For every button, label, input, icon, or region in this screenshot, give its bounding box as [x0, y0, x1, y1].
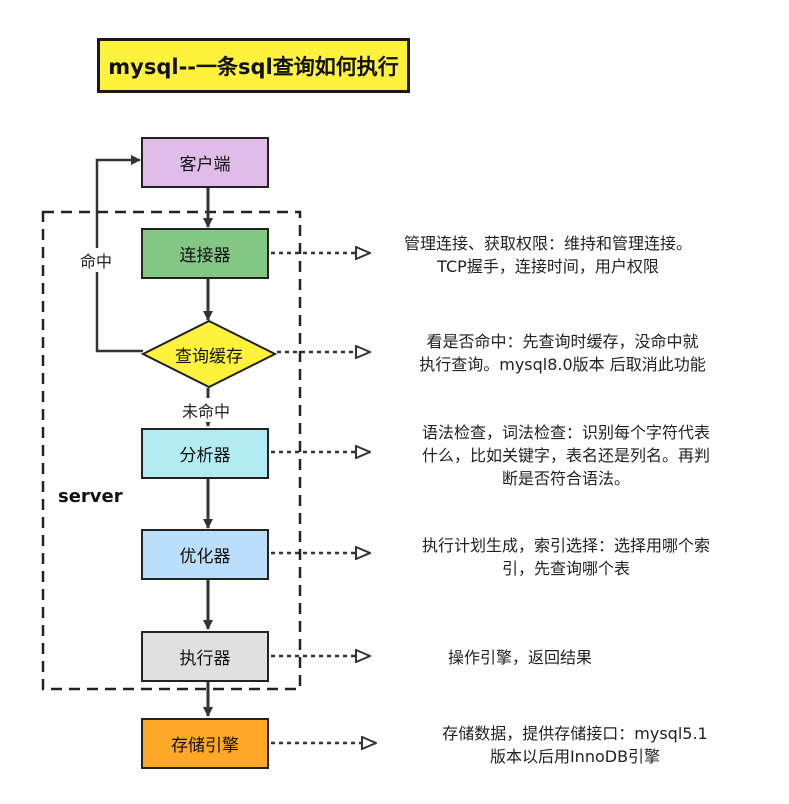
server-boundary — [41, 210, 302, 691]
node-client[interactable]: 客户端 — [141, 137, 269, 188]
note-line: 版本以后用InnoDB引擎 — [489, 747, 661, 766]
note-line: 引，先查询哪个表 — [501, 559, 630, 578]
note-line: 执行计划生成，索引选择：选择用哪个索 — [421, 536, 710, 555]
note-line: 执行查询。mysql8.0版本 后取消此功能 — [419, 355, 706, 374]
node-analyzer[interactable]: 分析器 — [141, 428, 269, 479]
note-line: 什么，比如关键字，表名还是列名。再判 — [421, 446, 710, 465]
note-optimizer: 执行计划生成，索引选择：选择用哪个索 引，先查询哪个表 — [380, 534, 752, 580]
note-line: 语法检查，词法检查：识别每个字符代表 — [421, 423, 710, 442]
node-storage-engine[interactable]: 存储引擎 — [141, 718, 269, 769]
note-storage-engine: 存储数据，提供存储接口：mysql5.1 版本以后用InnoDB引擎 — [385, 722, 765, 768]
note-query-cache: 看是否命中：先查询时缓存，没命中就 执行查询。mysql8.0版本 后取消此功能 — [380, 330, 745, 376]
note-executor: 操作引擎，返回结果 — [380, 646, 660, 669]
note-line: 管理连接、获取权限：维持和管理连接。 — [403, 234, 692, 253]
note-line: 看是否命中：先查询时缓存，没命中就 — [426, 332, 699, 351]
node-connector[interactable]: 连接器 — [141, 228, 269, 279]
edge-label-miss: 未命中 — [180, 398, 233, 422]
note-analyzer: 语法检查，词法检查：识别每个字符代表 什么，比如关键字，表名还是列名。再判 断是… — [380, 421, 752, 490]
note-line: 操作引擎，返回结果 — [447, 648, 592, 667]
diagram-title: mysql--一条sql查询如何执行 — [97, 38, 410, 93]
server-label: server — [58, 486, 123, 507]
node-optimizer[interactable]: 优化器 — [141, 529, 269, 580]
note-line: TCP握手，连接时间，用户权限 — [437, 257, 659, 276]
note-line: 断是否符合语法。 — [501, 469, 630, 488]
node-executor[interactable]: 执行器 — [141, 631, 269, 682]
note-connector: 管理连接、获取权限：维持和管理连接。 TCP握手，连接时间，用户权限 — [378, 232, 718, 278]
edge-label-hit: 命中 — [78, 248, 115, 272]
node-query-cache-label: 查询缓存 — [175, 346, 243, 367]
query-cache-diamond[interactable] — [140, 319, 278, 389]
note-line: 存储数据，提供存储接口：mysql5.1 — [442, 724, 708, 743]
